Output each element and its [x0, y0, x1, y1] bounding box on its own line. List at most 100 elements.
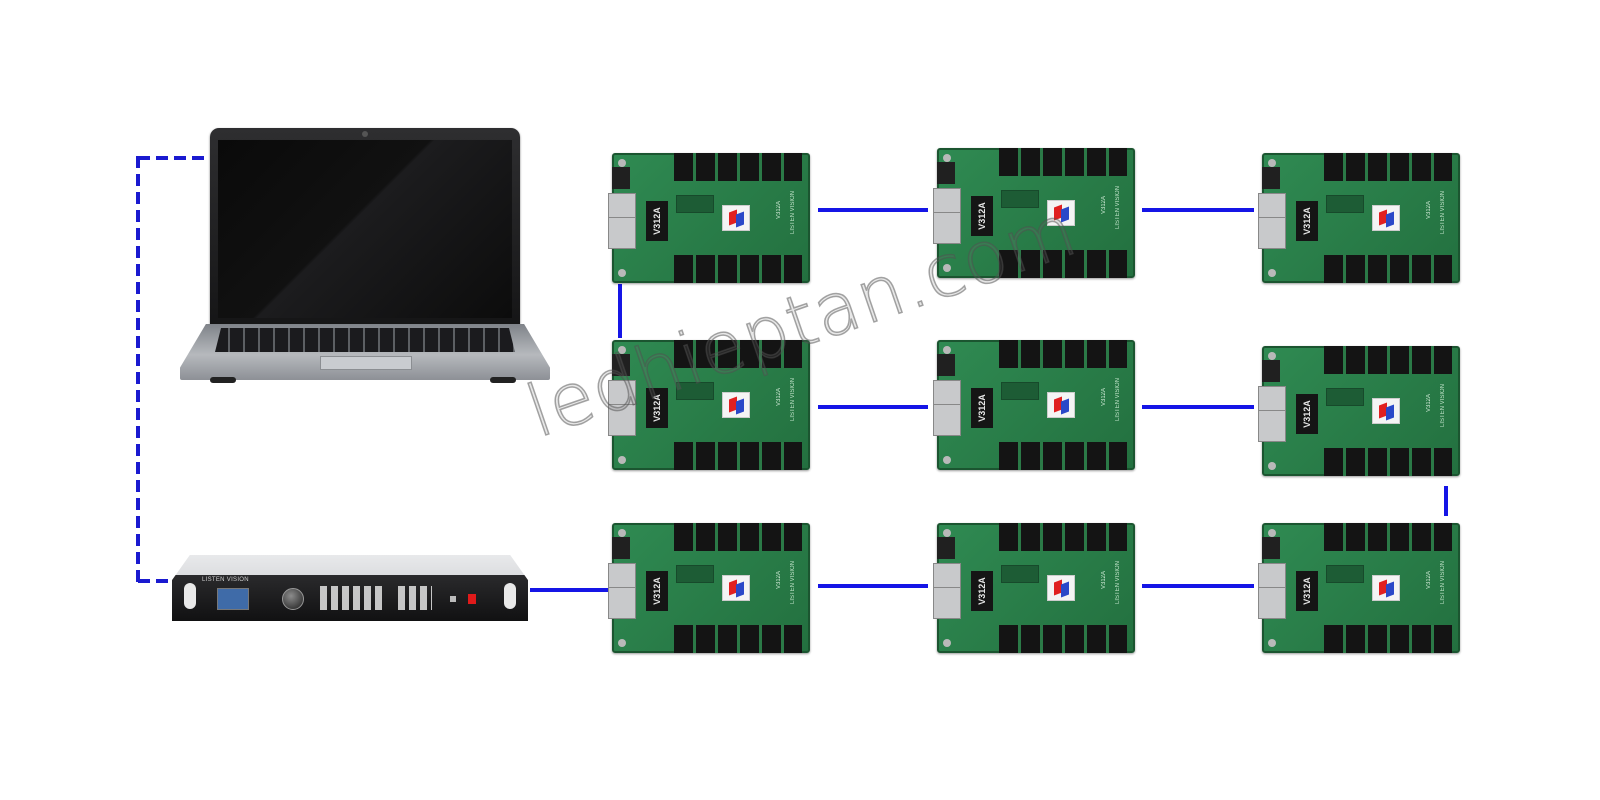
mount-hole	[1268, 462, 1276, 470]
receiving-card: V312A LISTEN VISION V312A	[1258, 523, 1460, 653]
hub-connector-row	[674, 625, 802, 653]
hub-connector-row	[999, 148, 1127, 176]
card-model-side-label: V312A	[776, 571, 782, 590]
card-model-side-label: V312A	[776, 201, 782, 220]
processor-buttons	[320, 586, 386, 610]
link-row1-a	[818, 208, 928, 212]
hub-connector-row	[1324, 523, 1452, 551]
rj45-port-icon	[1258, 410, 1286, 442]
usb-port-icon	[450, 596, 456, 602]
board-components	[1326, 195, 1364, 213]
receiving-card: V312A LISTEN VISION V312A	[608, 153, 810, 283]
link-row1-b	[1142, 208, 1254, 212]
card-model-label: V312A	[977, 577, 987, 605]
processor-brand: LISTEN VISION	[202, 577, 249, 583]
rj45-port-icon	[933, 587, 961, 619]
brand-logo-icon	[722, 205, 750, 231]
card-chip: V312A	[646, 571, 668, 611]
laptop-cable-vertical	[136, 156, 140, 582]
board-components	[1001, 565, 1039, 583]
mount-hole	[943, 264, 951, 272]
link-right-vertical	[1444, 486, 1448, 516]
card-model-side-label: V312A	[1101, 388, 1107, 407]
card-chip: V312A	[971, 388, 993, 428]
mount-hole	[618, 269, 626, 277]
mount-hole	[1268, 159, 1276, 167]
card-model-side-label: V312A	[1426, 394, 1432, 413]
card-chip: V312A	[1296, 571, 1318, 611]
power-terminal	[612, 537, 630, 559]
board-components	[1001, 382, 1039, 400]
hub-connector-row	[674, 153, 802, 181]
rack-ear	[504, 583, 516, 609]
laptop-icon	[180, 128, 550, 390]
rj45-port-icon	[608, 404, 636, 436]
power-terminal	[612, 354, 630, 376]
card-brand-label: LISTEN VISION	[790, 191, 796, 235]
rj45-port-icon	[608, 217, 636, 249]
brand-logo-icon	[1372, 398, 1400, 424]
laptop-foot	[210, 377, 236, 383]
mount-hole	[943, 639, 951, 647]
card-chip: V312A	[971, 196, 993, 236]
card-model-side-label: V312A	[1101, 571, 1107, 590]
mount-hole	[618, 639, 626, 647]
laptop-cable-bottom	[138, 579, 178, 583]
board-components	[1326, 565, 1364, 583]
power-terminal	[1262, 167, 1280, 189]
power-switch-icon	[468, 594, 476, 604]
link-row2-b	[1142, 405, 1254, 409]
card-model-label: V312A	[977, 394, 987, 422]
card-model-label: V312A	[1302, 207, 1312, 235]
rj45-port-icon	[608, 587, 636, 619]
laptop-keyboard	[215, 328, 515, 352]
card-model-side-label: V312A	[1426, 571, 1432, 590]
link-row2-a	[818, 405, 928, 409]
board-components	[1326, 388, 1364, 406]
card-brand-label: LISTEN VISION	[790, 561, 796, 605]
link-left-vertical	[618, 284, 622, 338]
card-brand-label: LISTEN VISION	[1440, 384, 1446, 428]
board-components	[1001, 190, 1039, 208]
link-row3-a	[818, 584, 928, 588]
receiving-card: V312A LISTEN VISION V312A	[1258, 346, 1460, 476]
link-row3-b	[1142, 584, 1254, 588]
brand-logo-icon	[1047, 200, 1075, 226]
hub-connector-row	[1324, 625, 1452, 653]
mount-hole	[943, 456, 951, 464]
card-brand-label: LISTEN VISION	[1440, 561, 1446, 605]
card-model-side-label: V312A	[1101, 196, 1107, 215]
mount-hole	[943, 346, 951, 354]
power-terminal	[937, 162, 955, 184]
mount-hole	[618, 456, 626, 464]
mount-hole	[1268, 639, 1276, 647]
hub-connector-row	[1324, 255, 1452, 283]
hub-connector-row	[999, 442, 1127, 470]
laptop-lid	[210, 128, 520, 328]
power-terminal	[612, 167, 630, 189]
processor-knob	[282, 588, 304, 610]
card-model-label: V312A	[1302, 400, 1312, 428]
mount-hole	[1268, 352, 1276, 360]
brand-logo-icon	[1047, 575, 1075, 601]
card-model-label: V312A	[652, 207, 662, 235]
power-terminal	[1262, 360, 1280, 382]
mount-hole	[1268, 529, 1276, 537]
hub-connector-row	[999, 250, 1127, 278]
card-brand-label: LISTEN VISION	[1115, 378, 1121, 422]
rj45-port-icon	[1258, 217, 1286, 249]
hub-connector-row	[674, 523, 802, 551]
receiving-card: V312A LISTEN VISION V312A	[933, 340, 1135, 470]
card-chip: V312A	[1296, 394, 1318, 434]
mount-hole	[618, 159, 626, 167]
laptop-cable-top	[138, 156, 204, 160]
card-brand-label: LISTEN VISION	[1440, 191, 1446, 235]
card-chip: V312A	[646, 201, 668, 241]
board-components	[676, 565, 714, 583]
power-terminal	[1262, 537, 1280, 559]
brand-logo-icon	[722, 392, 750, 418]
